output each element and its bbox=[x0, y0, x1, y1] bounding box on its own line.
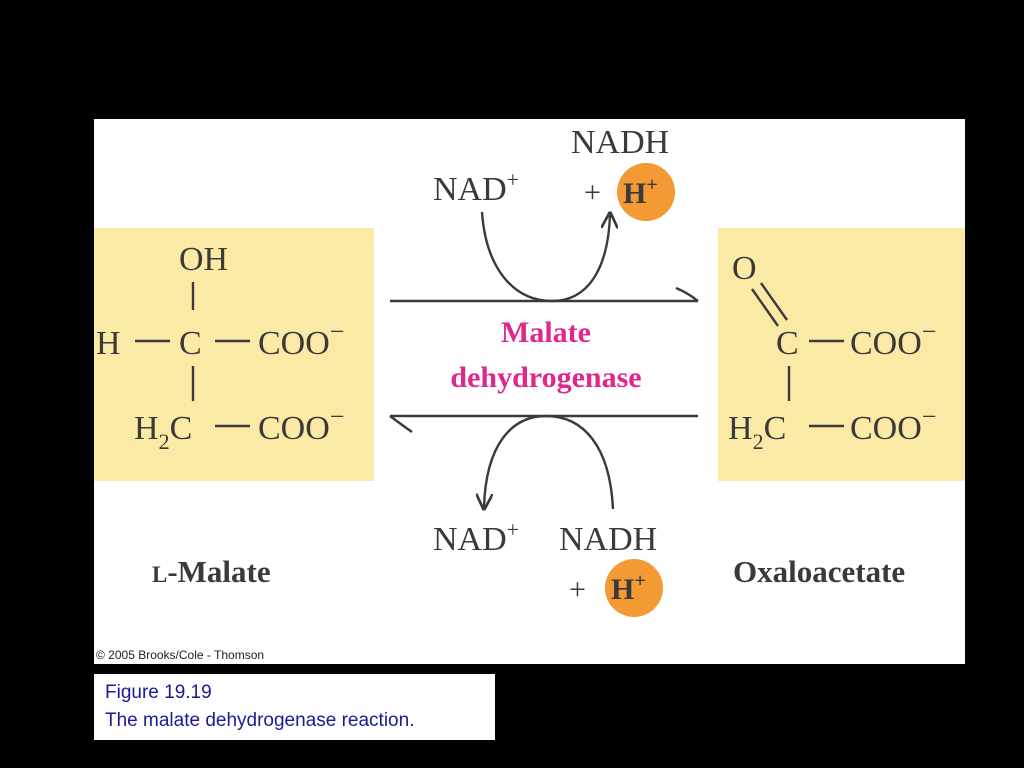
malate-coo-bottom: COO− bbox=[258, 402, 344, 447]
malate-name-rest: -Malate bbox=[167, 554, 270, 589]
oxalo-coo-top: COO− bbox=[850, 317, 936, 362]
malate-h2c-h: H bbox=[134, 410, 159, 447]
oxalo-coo-top-charge: − bbox=[922, 317, 937, 346]
malate-h-label: H bbox=[96, 325, 121, 362]
caption-text: The malate dehydrogenase reaction. bbox=[105, 710, 415, 731]
malate-coo-top-label: COO bbox=[258, 325, 330, 362]
upper-proton-circle bbox=[617, 163, 675, 221]
lower-plus-sign: + bbox=[569, 573, 586, 606]
oxaloacetate-structure: O C COO− H2C COO− bbox=[728, 250, 936, 454]
malate-name-prefix: L bbox=[152, 562, 167, 587]
oxalo-double-bond-2 bbox=[760, 282, 788, 321]
reaction-figure: OH H C COO− H2C COO− O C bbox=[94, 119, 965, 664]
upper-proton-label: H+ bbox=[623, 174, 658, 210]
upper-nad-text: NAD bbox=[433, 171, 507, 208]
oxalo-h2c-sub: 2 bbox=[753, 429, 764, 454]
lower-proton-h: H bbox=[611, 573, 634, 606]
reaction-diagram: OH H C COO− H2C COO− O C bbox=[94, 124, 965, 662]
enzyme-name-line1: Malate bbox=[501, 316, 591, 349]
lower-nad-text: NAD bbox=[433, 521, 507, 558]
lower-nadh-label: NADH bbox=[559, 521, 657, 558]
malate-c-label: C bbox=[179, 325, 202, 362]
upper-nad-charge: + bbox=[507, 167, 519, 192]
upper-nadh-label: NADH bbox=[571, 124, 669, 161]
malate-h2c-c: C bbox=[170, 410, 193, 447]
lower-proton-circle bbox=[605, 559, 663, 617]
copyright-notice: © 2005 Brooks/Cole - Thomson bbox=[96, 648, 264, 662]
lower-nad-label: NAD+ bbox=[433, 517, 519, 558]
oxaloacetate-box bbox=[718, 228, 965, 481]
malate-structure: OH H C COO− H2C COO− bbox=[96, 241, 344, 454]
oxalo-coo-top-label: COO bbox=[850, 325, 922, 362]
upper-proton-h: H bbox=[623, 177, 646, 210]
malate-h2c: H2C bbox=[134, 410, 192, 454]
oxalo-h2c: H2C bbox=[728, 410, 786, 454]
malate-coo-bottom-label: COO bbox=[258, 410, 330, 447]
upper-plus-sign: + bbox=[584, 176, 601, 209]
malate-box bbox=[94, 228, 374, 481]
lower-proton-label: H+ bbox=[611, 570, 646, 606]
malate-coo-top-charge: − bbox=[330, 317, 345, 346]
lower-cofactor-curve bbox=[484, 414, 615, 509]
upper-nad-label: NAD+ bbox=[433, 167, 519, 208]
oxalo-c-label: C bbox=[776, 325, 799, 362]
oxalo-h2c-c: C bbox=[764, 410, 787, 447]
malate-coo-bottom-charge: − bbox=[330, 402, 345, 431]
forward-arrow-half-head bbox=[675, 286, 699, 302]
lower-nad-charge: + bbox=[507, 517, 519, 542]
malate-coo-top: COO− bbox=[258, 317, 344, 362]
enzyme-name-line2: dehydrogenase bbox=[450, 361, 641, 394]
oxalo-h2c-h: H bbox=[728, 410, 753, 447]
oxaloacetate-name: Oxaloacetate bbox=[733, 554, 905, 589]
malate-oh-label: OH bbox=[179, 241, 228, 278]
reverse-arrow-half-head bbox=[389, 415, 413, 433]
upper-proton-charge: + bbox=[646, 174, 657, 196]
oxalo-coo-bottom-charge: − bbox=[922, 402, 937, 431]
oxalo-coo-bottom: COO− bbox=[850, 402, 936, 447]
figure-caption: Figure 19.19 The malate dehydrogenase re… bbox=[94, 674, 495, 740]
upper-cofactor-curve bbox=[480, 212, 610, 303]
oxalo-coo-bottom-label: COO bbox=[850, 410, 922, 447]
malate-name: L-Malate bbox=[152, 554, 271, 589]
oxalo-o-label: O bbox=[732, 250, 757, 287]
lower-proton-charge: + bbox=[634, 570, 645, 592]
caption-figure-number: Figure 19.19 bbox=[105, 682, 212, 703]
malate-h2c-sub: 2 bbox=[159, 429, 170, 454]
oxalo-double-bond-1 bbox=[751, 288, 779, 327]
